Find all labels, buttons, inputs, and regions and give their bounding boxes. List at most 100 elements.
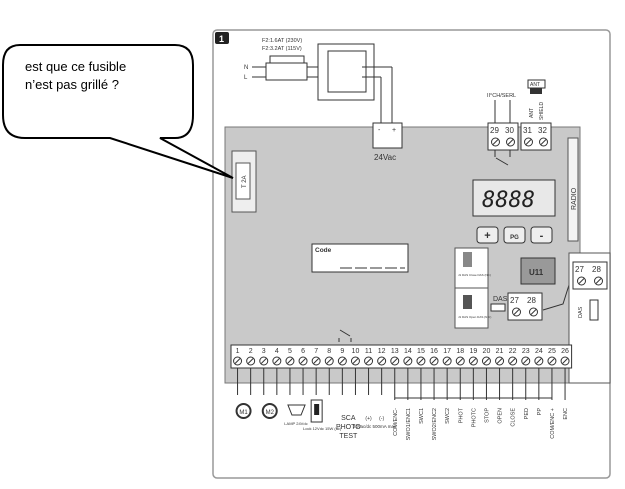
shield-label: SHIELD [539, 102, 545, 120]
lock-label: Lock 12Vdc 15W (ac) [303, 426, 342, 431]
terminal-function-label: COM/ENC + [550, 408, 556, 439]
test-label: TEST [339, 433, 358, 440]
jumper-closed-label: J1 DAS Close DAS (NC) [458, 273, 491, 277]
terminal-number: 15 [417, 348, 425, 355]
terminal-number: 29 [490, 126, 499, 135]
bubble-line-1: est que ce fusible [25, 59, 126, 74]
transformer [317, 43, 393, 124]
terminal-number: 27 [575, 265, 584, 274]
motor-1-icon [235, 403, 252, 419]
bubble-line-2: n’est pas grillé ? [25, 77, 119, 92]
radio-module-slot [567, 137, 579, 242]
code-box [311, 243, 409, 273]
terminal-number: 25 [548, 348, 556, 355]
terminal-number: 3 [262, 348, 266, 355]
terminal-function-label: CLOSE [511, 408, 517, 427]
radio-label: RADIO [571, 187, 578, 210]
line-label: L [244, 75, 248, 81]
power-out-label: 24Vac/dc 500mA max [353, 424, 397, 429]
button-plus[interactable] [476, 226, 499, 244]
minus-out-label: (-) [379, 416, 384, 422]
terminal-function-label: COM/ENC- [393, 408, 399, 436]
terminal-number: 10 [352, 348, 360, 355]
plus-label: + [392, 127, 396, 134]
terminal-number: 6 [301, 348, 305, 355]
terminal-function-label: STOP [484, 408, 490, 423]
button-minus[interactable] [530, 226, 553, 244]
terminal-number: 32 [538, 126, 547, 135]
code-label: Code [315, 247, 332, 254]
button-label: PG [510, 235, 519, 241]
fuse-label: T 2A [242, 175, 248, 188]
plus-out-label: (+) [365, 416, 372, 422]
terminal-number: 9 [340, 348, 344, 355]
terminal-number: 21 [496, 348, 504, 355]
terminal-number: 20 [483, 348, 491, 355]
terminal-function-label: ENC [563, 408, 569, 420]
terminal-number: 26 [561, 348, 569, 355]
button-label: - [540, 230, 544, 242]
u11-chip [520, 257, 556, 285]
terminal-number: 16 [430, 348, 438, 355]
u11-label: U11 [529, 268, 544, 277]
terminal-number: 8 [327, 348, 331, 355]
terminal-block-29-30: 29 30 [487, 122, 519, 151]
das-terminal: 27 28 [507, 292, 543, 321]
antenna-label: ANT [530, 82, 540, 88]
terminal-number: 31 [523, 126, 532, 135]
terminal-function-label: PED [524, 408, 530, 419]
lamp-label: LAMP 24Vdc [284, 421, 307, 426]
terminal-function-label: SWC2 [445, 408, 451, 424]
antenna-wire-label: ANT [529, 108, 535, 118]
terminal-function-label: PHOTC [471, 408, 477, 427]
terminal-number: 12 [378, 348, 386, 355]
terminal-number: 18 [456, 348, 464, 355]
terminal-function-label: SWO1/ENC1 [406, 408, 412, 440]
power-terminal [372, 122, 403, 149]
terminal-number: 24 [535, 348, 543, 355]
neutral-label: N [244, 65, 248, 71]
terminal-number: 4 [275, 348, 279, 355]
fuse[interactable]: T 2A [231, 150, 257, 213]
motor-2-icon [261, 403, 278, 419]
callout-das-label: DAS [578, 306, 584, 318]
terminal-strip [230, 344, 573, 369]
jumper-open-label: J1 DAS Open DAS (N.C) [458, 315, 491, 319]
das-jumper[interactable] [490, 303, 506, 312]
terminal-function-label: SWO2/ENC2 [432, 408, 438, 440]
figure-number: 1 [219, 34, 224, 44]
photo-label: PHOTO [336, 424, 361, 431]
motor-1-label: M1 [239, 410, 248, 416]
terminal-function-label: OPEN [498, 408, 504, 424]
terminal-number: 17 [443, 348, 451, 355]
terminal-number: 7 [314, 348, 318, 355]
callout-terminal: 27 28 [572, 261, 608, 290]
terminal-number: 28 [592, 265, 601, 274]
terminal-number: 11 [365, 348, 372, 355]
terminal-number: 13 [391, 348, 399, 355]
sca-label: SCA [341, 415, 356, 422]
terminal-number: 23 [522, 348, 530, 355]
button-pg[interactable] [503, 226, 526, 244]
speech-bubble [1, 44, 234, 179]
minus-label: - [378, 127, 381, 134]
display-digits: 8888 [482, 188, 535, 213]
terminal-number: 22 [509, 348, 517, 355]
lamp-icon [287, 404, 306, 416]
terminal-number: 2 [249, 348, 253, 355]
terminal-number: 5 [288, 348, 292, 355]
terminal-function-label: PHOT [458, 407, 464, 423]
terminal-function-label: SWC1 [419, 408, 425, 424]
terminal-number: 28 [527, 296, 536, 305]
das-label: DAS [493, 296, 508, 303]
button-label: + [484, 230, 490, 242]
motor-2-label: M2 [266, 410, 275, 416]
terminal-number: 30 [505, 126, 514, 135]
terminal-number: 1 [236, 348, 240, 355]
terminal-number: 27 [510, 296, 519, 305]
figure-badge [215, 32, 229, 44]
aux-channel-label: II°CH/SERL [487, 93, 516, 99]
terminal-number: 14 [404, 348, 412, 355]
power-terminal-label: 24Vac [374, 153, 396, 162]
